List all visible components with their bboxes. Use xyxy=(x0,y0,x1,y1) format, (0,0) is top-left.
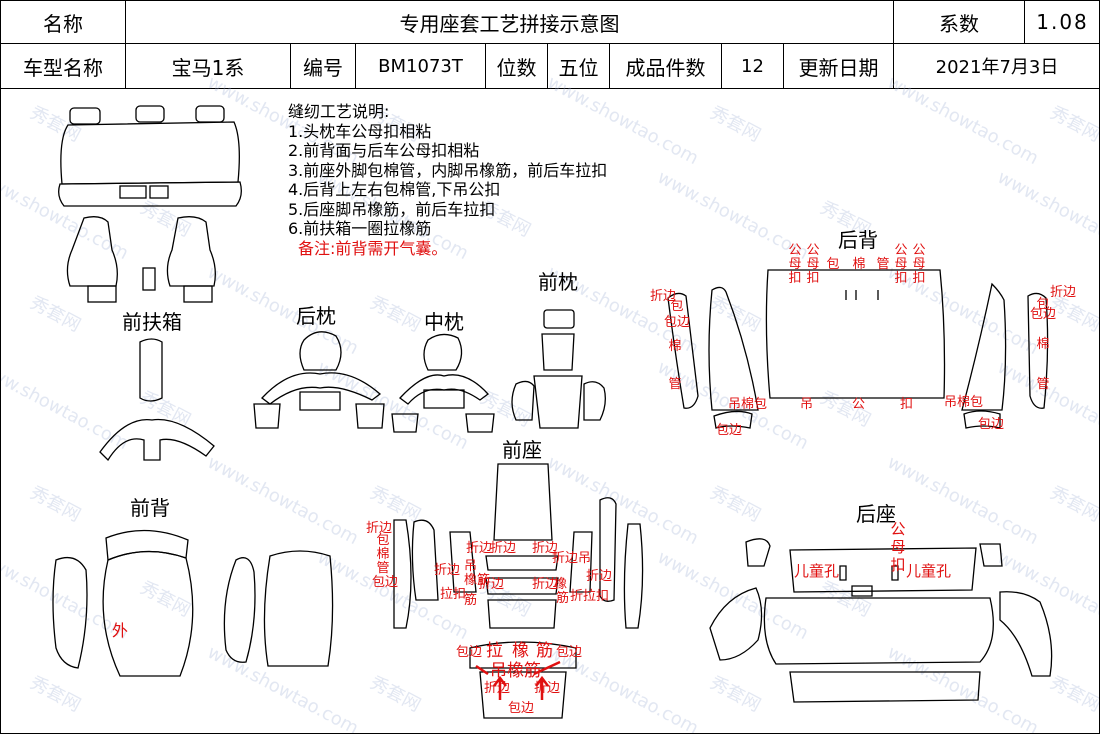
overview-front-seats-illustration xyxy=(67,217,215,302)
ann-fs-wrap-b1: 包边 xyxy=(456,646,482,660)
ann-rb-kou-4: 扣 xyxy=(912,272,926,286)
ann-rb-mu-3: 母 xyxy=(894,258,908,272)
ann-rb-gong-2: 公 xyxy=(806,244,820,258)
label-rear-back: 后背 xyxy=(838,224,878,253)
ann-rs-kou: 扣 xyxy=(890,558,906,572)
front-armrest-pattern xyxy=(100,339,214,460)
ann-fs-pull-big: 拉 xyxy=(486,644,503,658)
label-front-headrest: 前枕 xyxy=(538,266,578,295)
ann-rb-mu-4: 母 xyxy=(912,258,926,272)
ann-fs-wrap-bottom: 包边 xyxy=(508,702,534,716)
ann-fb-outer: 外 xyxy=(112,624,128,638)
overview-rear-seat-illustration xyxy=(59,106,242,206)
ann-fs-bao: 包 xyxy=(376,534,390,548)
ann-rb-bao-left: 包 xyxy=(670,300,684,314)
label-middle-headrest: 中枕 xyxy=(424,306,464,335)
ann-fs-fold-8: 折边 xyxy=(586,570,612,584)
ann-fs-tendon-1: 筋 xyxy=(464,594,477,608)
ann-fs-tendon-big: 筋 xyxy=(536,644,553,658)
ann-rb-wrapedge-bl: 包边 xyxy=(716,424,742,438)
ann-rb-kou-1: 扣 xyxy=(788,272,802,286)
ann-rs-mu: 母 xyxy=(890,540,906,554)
label-front-back: 前背 xyxy=(130,492,170,521)
ann-fs-mian: 棉 xyxy=(376,548,390,562)
ann-rb-gong-4: 公 xyxy=(912,244,926,258)
ann-fs-guan: 管 xyxy=(376,562,390,576)
front-back-pattern xyxy=(53,530,333,676)
ann-rb-mu-1: 母 xyxy=(788,258,802,272)
rear-seat-pattern xyxy=(710,539,1052,702)
ann-fs-fold-4: 折边 xyxy=(490,542,516,556)
ann-fs-rubber-r: 橡 xyxy=(554,578,567,592)
ann-rb-wrap-right: 包边 xyxy=(1030,308,1056,322)
rear-headrest-pattern xyxy=(254,332,384,428)
ann-rb-gong-bottom: 公 xyxy=(852,398,865,412)
ann-rb-guan-left: 管 xyxy=(668,378,682,392)
ann-rs-gong: 公 xyxy=(890,522,906,536)
ann-rb-gong-3: 公 xyxy=(894,244,908,258)
ann-fs-pull-2: 折拉扣 xyxy=(570,590,609,604)
ann-fs-hang-rubber: 吊橡筋 xyxy=(490,664,541,678)
ann-rb-mian-right: 棉 xyxy=(1036,338,1050,352)
front-headrest-pattern xyxy=(512,310,605,428)
ann-rb-wrap-left: 包边 xyxy=(664,316,690,330)
label-rear-headrest: 后枕 xyxy=(296,300,336,329)
ann-rb-wrapedge-br: 包边 xyxy=(978,418,1004,432)
ann-fs-pull-1: 拉扣 xyxy=(440,588,466,602)
ann-rb-fold-right: 折边 xyxy=(1050,286,1076,300)
ann-rb-mian-left: 棉 xyxy=(668,340,682,354)
ann-fs-edge-r: 折边吊 xyxy=(552,552,591,566)
ann-rb-guan-right: 管 xyxy=(1036,378,1050,392)
label-front-armrest: 前扶箱 xyxy=(122,306,182,335)
ann-rb-hang: 吊 xyxy=(800,398,813,412)
ann-rs-child-hole-right: 儿童孔 xyxy=(906,564,951,578)
ann-fs-hang-1: 吊 xyxy=(464,560,477,574)
ann-fs-tendon-r: 筋 xyxy=(556,592,569,606)
middle-headrest-pattern xyxy=(392,334,494,432)
ann-rb-kou-3: 扣 xyxy=(894,272,908,286)
ann-rb-mian: 棉 xyxy=(852,258,866,272)
ann-fs-fold-2: 折边 xyxy=(434,564,460,578)
ann-rs-child-hole-left: 儿童孔 xyxy=(794,564,839,578)
ann-fs-wrap-left: 包边 xyxy=(372,576,398,590)
ann-rb-hang-wrap-left: 吊棉包 xyxy=(728,398,767,412)
ann-rb-guan: 管 xyxy=(876,258,890,272)
ann-fs-rubber-big: 橡 xyxy=(512,644,529,658)
ann-fs-fold-5: 折边 xyxy=(478,578,504,592)
ann-fs-fold-b2: 折边 xyxy=(534,682,560,696)
ann-fs-wrap-b2: 包边 xyxy=(556,646,582,660)
ann-rb-kou-bottom: 扣 xyxy=(900,398,913,412)
label-front-seat: 前座 xyxy=(502,434,542,463)
ann-fs-fold-b1: 折边 xyxy=(484,682,510,696)
ann-fs-fold-3: 折边 xyxy=(466,542,492,556)
ann-rb-hang-wrap-right: 吊棉包 xyxy=(944,396,983,410)
ann-rb-gong-1: 公 xyxy=(788,244,802,258)
ann-rb-mu-2: 母 xyxy=(806,258,820,272)
ann-rb-bao-1: 包 xyxy=(826,258,840,272)
ann-rb-kou-2: 扣 xyxy=(806,272,820,286)
